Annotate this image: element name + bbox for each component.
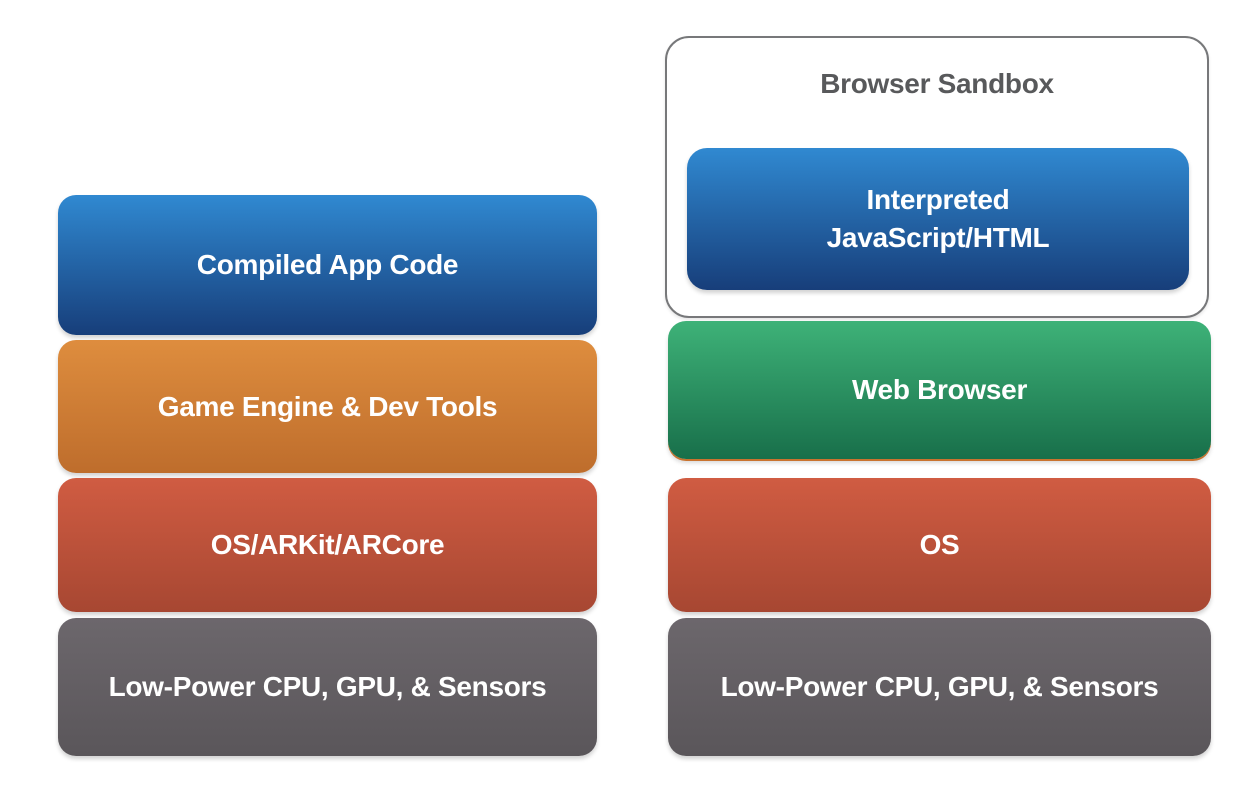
layer-os: OS: [668, 478, 1211, 612]
layer-low-power-hardware-right: Low-Power CPU, GPU, & Sensors: [668, 618, 1211, 756]
layer-label: Low-Power CPU, GPU, & Sensors: [108, 671, 547, 703]
layer-label: Web Browser: [851, 374, 1028, 406]
layer-web-browser: Web Browser: [668, 321, 1211, 459]
browser-sandbox-title: Browser Sandbox: [820, 68, 1054, 99]
layer-compiled-app-code: Compiled App Code: [58, 195, 597, 335]
layer-os-arkit-arcore: OS/ARKit/ARCore: [58, 478, 597, 612]
layer-low-power-hardware-left: Low-Power CPU, GPU, & Sensors: [58, 618, 597, 756]
layer-game-engine-dev-tools: Game Engine & Dev Tools: [58, 340, 597, 473]
layer-label: Game Engine & Dev Tools: [157, 390, 498, 422]
layer-label: OS/ARKit/ARCore: [210, 529, 445, 561]
layer-label: Interpreted JavaScript/HTML: [827, 181, 1050, 257]
layer-label-line-2: JavaScript/HTML: [826, 222, 1050, 253]
layer-label: Compiled App Code: [196, 249, 459, 281]
layer-interpreted-javascript-html: Interpreted JavaScript/HTML: [687, 148, 1189, 290]
layer-label: OS: [919, 529, 960, 561]
layer-label-line-1: Interpreted: [866, 184, 1010, 216]
layer-label: Low-Power CPU, GPU, & Sensors: [720, 671, 1159, 703]
